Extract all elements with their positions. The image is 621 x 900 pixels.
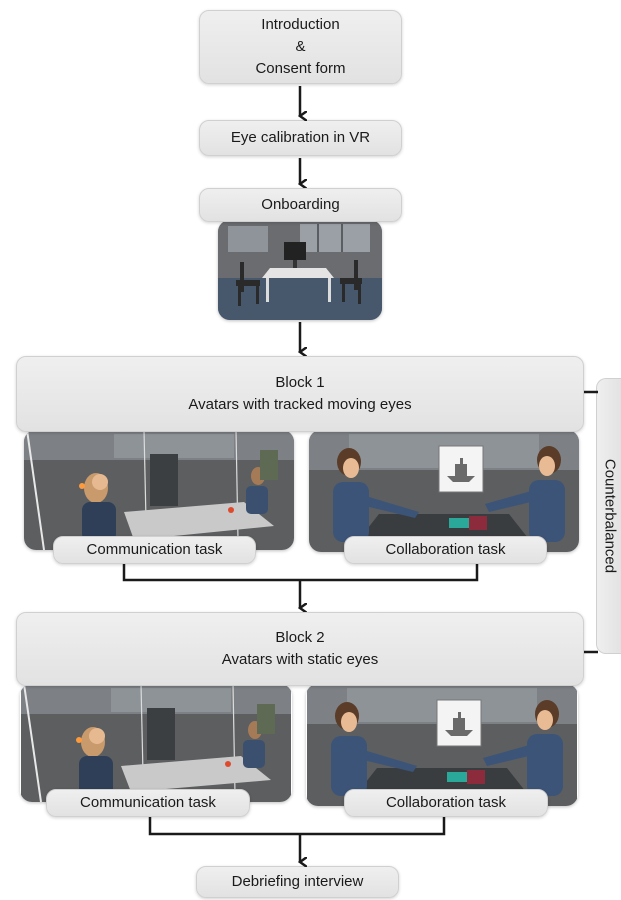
block-1-communication-label: Communication task — [86, 541, 223, 558]
block-2-collaboration-image — [307, 684, 577, 806]
block-2-merge-line — [148, 817, 446, 836]
eye-calibration-label: Eye calibration in VR — [230, 129, 371, 146]
block-2-collaboration-label: Collaboration task — [385, 794, 507, 811]
block-1-collaboration-task: Collaboration task — [344, 536, 547, 564]
onboarding-box: Onboarding — [199, 188, 402, 222]
block-2-subtitle: Avatars with static eyes — [221, 651, 379, 668]
debriefing-label: Debriefing interview — [231, 873, 364, 890]
block-1-communication-image — [24, 430, 294, 550]
block-1-communication-task: Communication task — [53, 536, 256, 564]
onboarding-room-image — [218, 220, 382, 320]
block-1-subtitle: Avatars with tracked moving eyes — [188, 396, 412, 413]
intro-consent-box: Introduction & Consent form — [199, 10, 402, 84]
block-1-title: Block 1 — [275, 374, 325, 391]
block-2-communication-label: Communication task — [80, 794, 216, 811]
debriefing-box: Debriefing interview — [196, 866, 399, 898]
block-2-collaboration-task: Collaboration task — [344, 789, 548, 817]
block-1-collaboration-label: Collaboration task — [385, 541, 506, 558]
block-2-box: Block 2 Avatars with static eyes — [16, 612, 584, 686]
onboarding-label: Onboarding — [261, 196, 340, 213]
counterbalanced-label-box: Counterbalanced — [596, 378, 621, 654]
block-1-box: Block 1 Avatars with tracked moving eyes — [16, 356, 584, 432]
block-2-communication-task: Communication task — [46, 789, 250, 817]
block-2-communication-image — [21, 684, 291, 802]
counterbalanced-label: Counterbalanced — [601, 458, 618, 574]
eye-calibration-box: Eye calibration in VR — [199, 120, 402, 156]
intro-line-1: Introduction — [261, 16, 340, 33]
intro-line-2: & — [295, 38, 306, 55]
intro-line-3: Consent form — [255, 60, 346, 77]
block-1-collaboration-image — [309, 430, 579, 552]
block-2-title: Block 2 — [275, 629, 325, 646]
block-1-merge-line — [122, 564, 479, 582]
